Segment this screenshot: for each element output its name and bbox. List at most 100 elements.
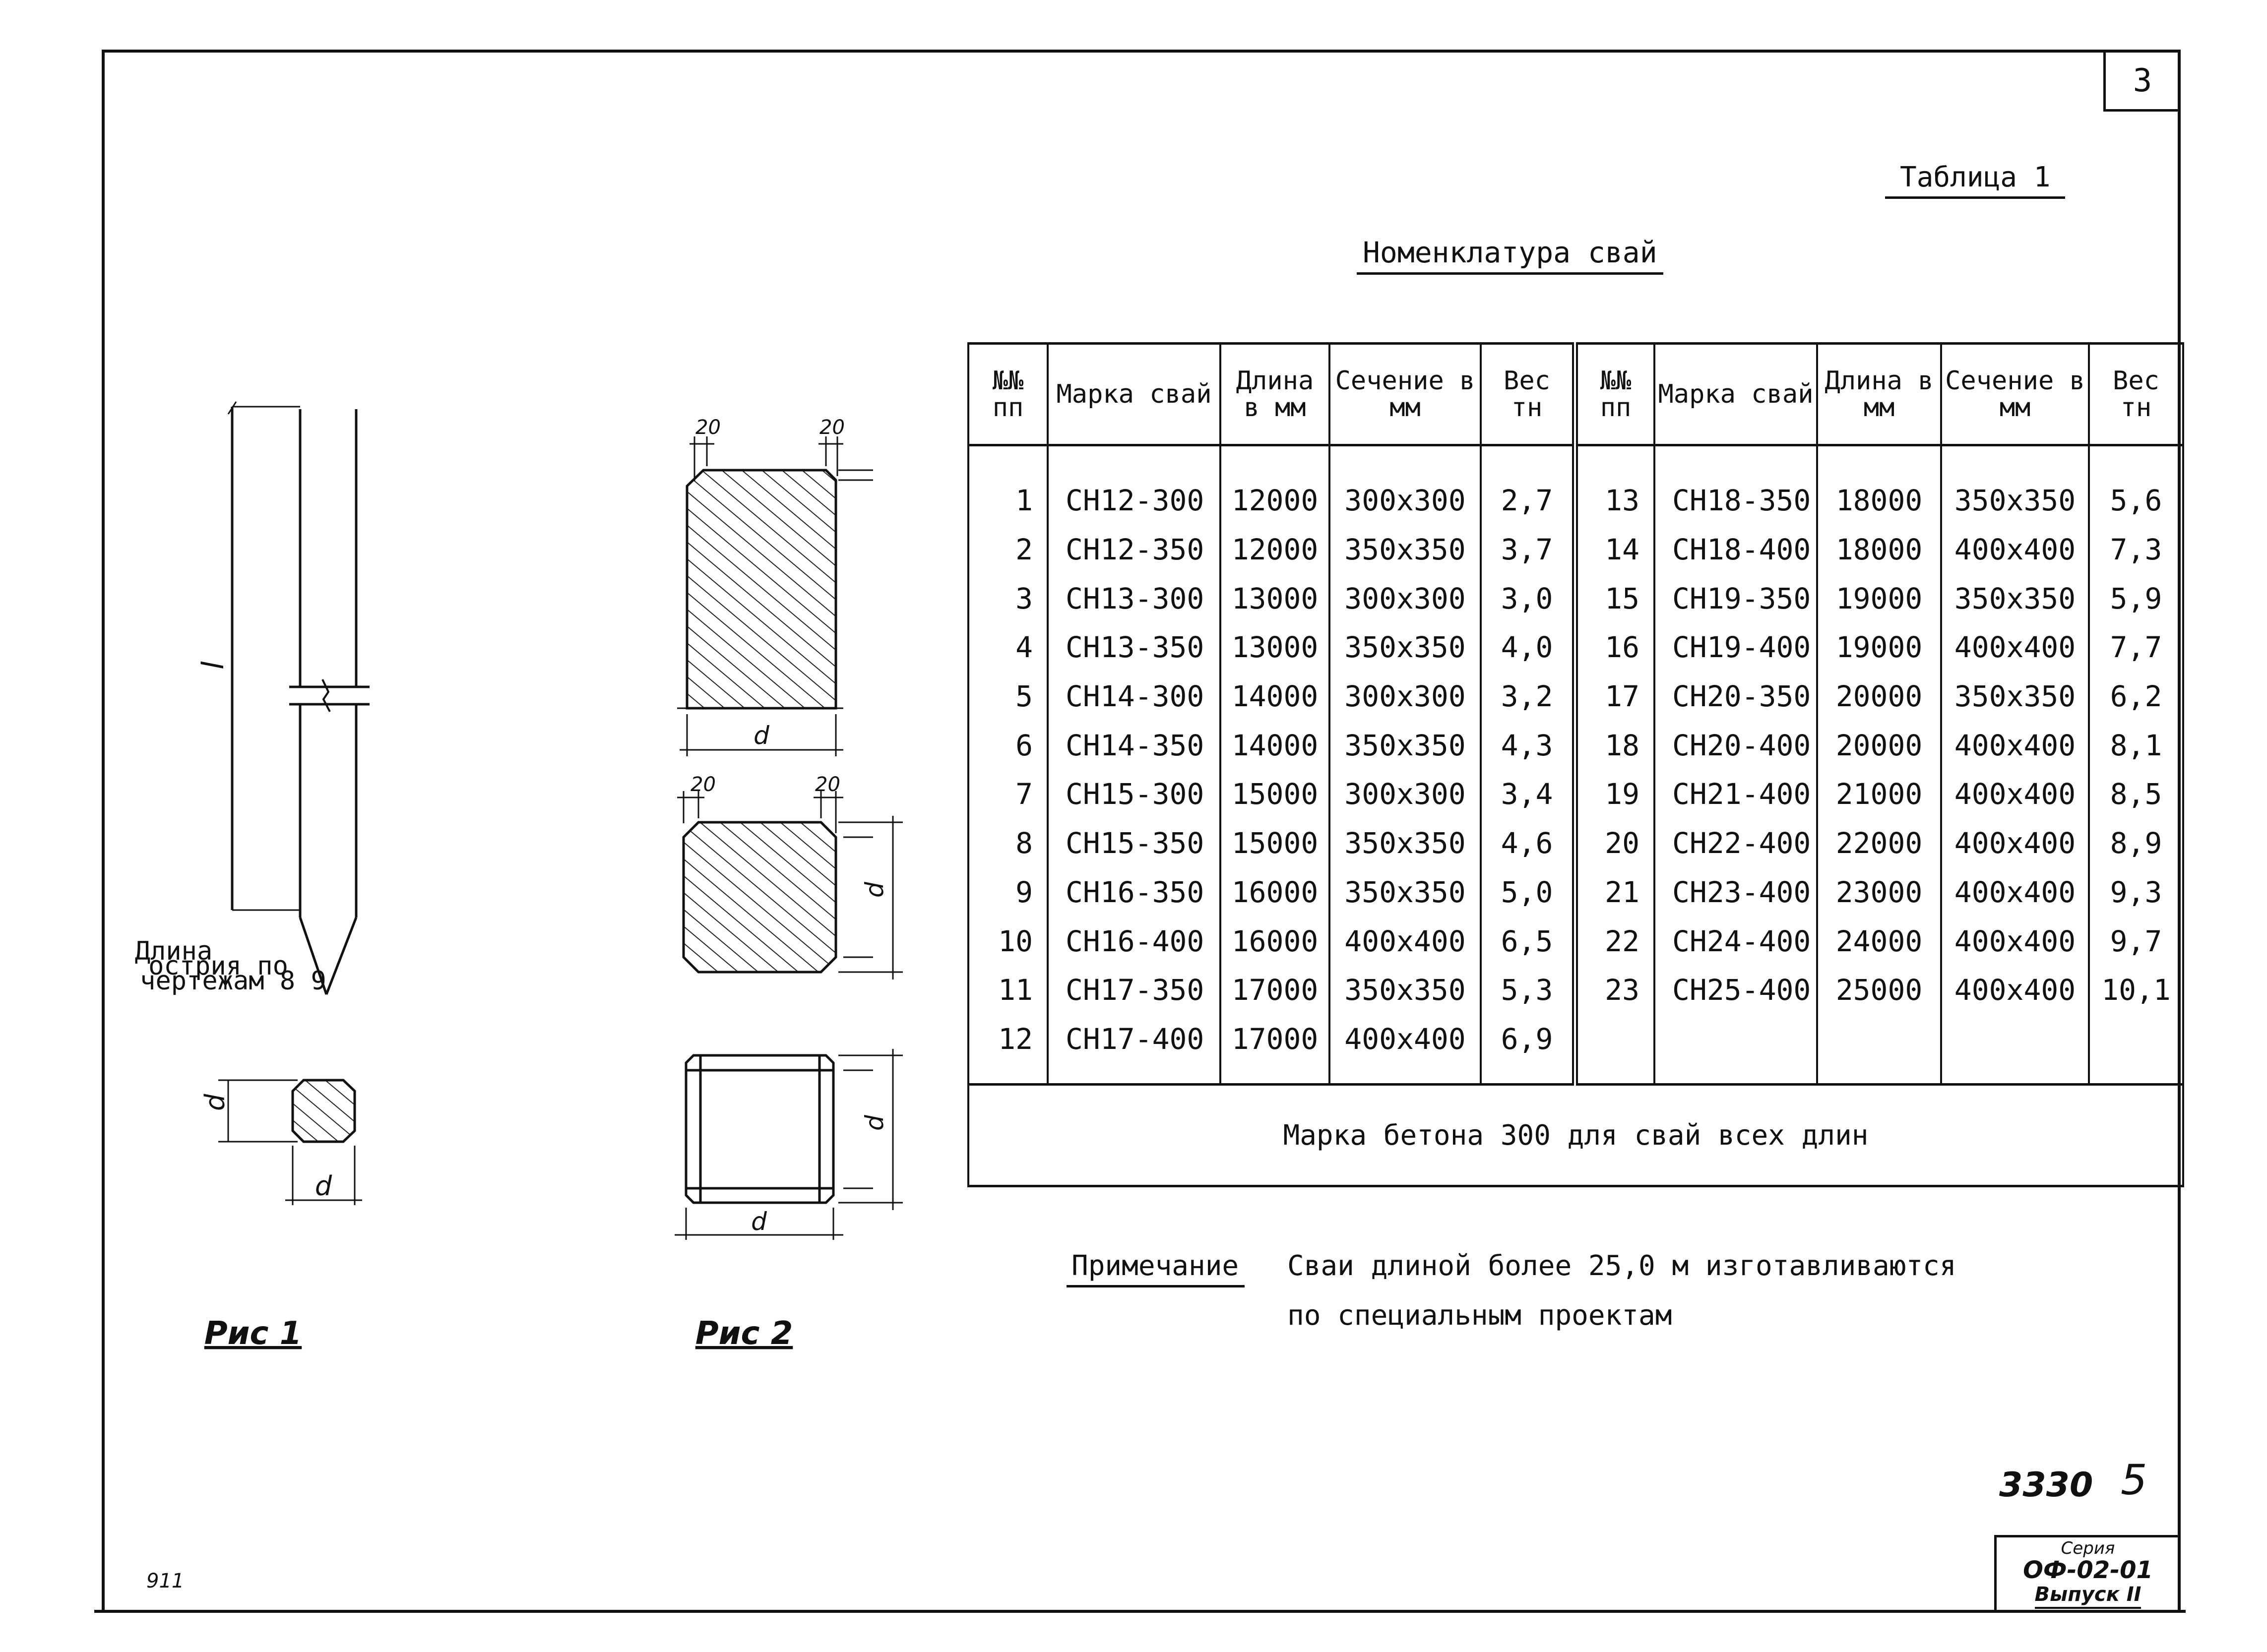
- cell-right-mark: СН25-400: [1653, 965, 1817, 1015]
- cell-right-sec: 400х400: [1940, 965, 2089, 1015]
- fig1-tip-note-1: Длина: [135, 936, 213, 966]
- cell-left-wt: 3,7: [1480, 525, 1575, 574]
- cell-right-sec: 400х400: [1940, 770, 2089, 819]
- doc-number: 3330: [1999, 1466, 2093, 1505]
- cell-left-wt: 5,0: [1480, 867, 1575, 917]
- cell-right-mark: [1653, 1014, 1817, 1064]
- cell-right-wt: [2088, 1014, 2184, 1064]
- corner-mark: 911: [146, 1570, 185, 1592]
- cell-left-sec: 350х350: [1328, 721, 1481, 770]
- cell-right-mark: СН18-350: [1653, 476, 1817, 525]
- cell-right-sec: 350х350: [1940, 672, 2089, 721]
- cell-right-wt: 7,7: [2088, 623, 2184, 672]
- cell-right-len: 19000: [1816, 623, 1941, 672]
- table-title: Номенклатура свай: [1357, 236, 1663, 275]
- cell-right-len: 18000: [1816, 525, 1941, 574]
- fig2-section-3: [675, 1049, 903, 1240]
- cell-left-len: 15000: [1219, 818, 1329, 868]
- cell-right-mark: СН21-400: [1653, 770, 1817, 819]
- cell-left-sec: 400х400: [1328, 1014, 1481, 1064]
- cell-right-wt: 7,3: [2088, 525, 2184, 574]
- cell-right-len: 24000: [1816, 917, 1941, 966]
- cell-left-mark: СН16-400: [1047, 917, 1220, 966]
- cell-left-mark: СН12-350: [1047, 525, 1220, 574]
- cell-left-num: 10: [967, 917, 1048, 966]
- cell-left-len: 15000: [1219, 770, 1329, 819]
- cell-left-len: 17000: [1219, 1014, 1329, 1064]
- header-length-left: Длина в мм: [1219, 342, 1329, 446]
- cell-right-wt: 9,3: [2088, 867, 2184, 917]
- cell-left-mark: СН14-350: [1047, 721, 1220, 770]
- cell-left-sec: 350х350: [1328, 525, 1481, 574]
- cell-left-num: 9: [967, 867, 1048, 917]
- table-header-row: №№ пп Марка свай Длина в мм Сечение в мм…: [967, 342, 2184, 446]
- table-label: Таблица 1: [1885, 161, 2066, 199]
- cell-right-num: 18: [1572, 721, 1654, 770]
- cell-left-num: 8: [967, 818, 1048, 868]
- cell-right-mark: СН24-400: [1653, 917, 1817, 966]
- cell-right-wt: 8,5: [2088, 770, 2184, 819]
- fig1-length-symbol: l: [196, 661, 231, 670]
- cell-right-wt: 8,9: [2088, 818, 2184, 868]
- cell-right-len: 20000: [1816, 721, 1941, 770]
- concrete-grade-note: Марка бетона 300 для свай всех длин: [967, 1083, 2184, 1188]
- cell-right-sec: 350х350: [1940, 476, 2089, 525]
- header-number-right: №№ пп: [1572, 342, 1654, 446]
- cell-right-wt: 5,6: [2088, 476, 2184, 525]
- fig1-tip-note-3: чертежам 8 9: [140, 966, 326, 996]
- cell-right-num: 17: [1572, 672, 1654, 721]
- page-number: 3: [2133, 62, 2152, 99]
- cell-left-num: 1: [967, 476, 1048, 525]
- fig2-chamfer-2b: 20: [815, 773, 840, 796]
- cell-left-len: 14000: [1219, 672, 1329, 721]
- cell-left-num: 3: [967, 574, 1048, 623]
- cell-left-sec: 300х300: [1328, 672, 1481, 721]
- cell-right-len: 21000: [1816, 770, 1941, 819]
- cell-left-sec: 300х300: [1328, 770, 1481, 819]
- cell-right-num: 22: [1572, 917, 1654, 966]
- cell-left-len: 17000: [1219, 965, 1329, 1015]
- fig2-chamfer-1a: 20: [695, 416, 721, 439]
- cell-right-wt: 8,1: [2088, 721, 2184, 770]
- cell-right-len: 18000: [1816, 476, 1941, 525]
- cell-left-len: 16000: [1219, 917, 1329, 966]
- cell-left-mark: СН13-350: [1047, 623, 1220, 672]
- fig1-section-symbol-vertical: d: [199, 1094, 231, 1111]
- cell-right-mark: СН22-400: [1653, 818, 1817, 868]
- cell-right-sec: 400х400: [1940, 525, 2089, 574]
- cell-left-sec: 300х300: [1328, 574, 1481, 623]
- cell-left-num: 4: [967, 623, 1048, 672]
- cell-right-len: [1816, 1014, 1941, 1064]
- cell-left-wt: 2,7: [1480, 476, 1575, 525]
- fig2-section-symbol-3b: d: [751, 1207, 767, 1236]
- cell-left-num: 5: [967, 672, 1048, 721]
- cell-right-len: 22000: [1816, 818, 1941, 868]
- cell-left-wt: 4,0: [1480, 623, 1575, 672]
- cell-left-mark: СН15-350: [1047, 818, 1220, 868]
- cell-right-sec: 350х350: [1940, 574, 2089, 623]
- frame-top-line: [102, 50, 2180, 53]
- header-section-right: Сечение в мм: [1940, 342, 2089, 446]
- fig2-chamfer-1b: 20: [819, 416, 845, 439]
- fig2-section-1: [677, 436, 873, 756]
- pile-nomenclature-table: №№ пп Марка свай Длина в мм Сечение в мм…: [967, 342, 2184, 1188]
- cell-right-num: 19: [1572, 770, 1654, 819]
- cell-left-sec: 350х350: [1328, 867, 1481, 917]
- cell-left-mark: СН14-300: [1047, 672, 1220, 721]
- cell-left-num: 6: [967, 721, 1048, 770]
- note-line-2: по специальным проектам: [1287, 1299, 1672, 1332]
- cell-left-mark: СН16-350: [1047, 867, 1220, 917]
- cell-left-mark: СН17-400: [1047, 1014, 1220, 1064]
- fig1-caption: Рис 1: [204, 1315, 302, 1352]
- cell-right-num: 14: [1572, 525, 1654, 574]
- header-weight-right: Вес тн: [2088, 342, 2184, 446]
